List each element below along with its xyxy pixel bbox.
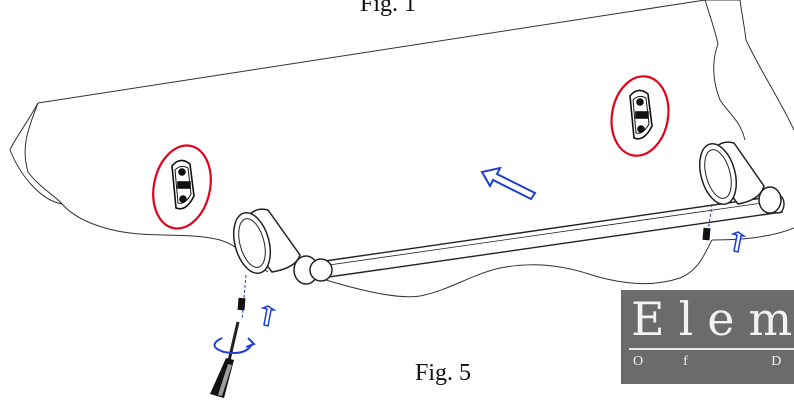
screwdriver-icon — [210, 321, 240, 398]
direction-arrow-icon — [480, 166, 537, 201]
logo-wordmark: Elem — [631, 292, 794, 346]
right-post — [698, 141, 782, 214]
logo-divider — [629, 348, 794, 350]
set-screw-icon — [237, 297, 246, 311]
brand-logo: Elem Of D — [621, 290, 794, 384]
logo-tagline: Of D — [633, 354, 781, 369]
up-arrow-left — [260, 305, 277, 327]
left-bracket-highlight — [152, 144, 212, 230]
mounting-bracket-icon — [629, 89, 653, 140]
left-post — [232, 208, 333, 285]
right-bracket-highlight — [610, 75, 670, 157]
up-arrow-right — [730, 231, 747, 253]
left-set-screw — [237, 274, 247, 321]
figure-label-top: Fig. 1 — [360, 0, 417, 17]
mounting-bracket-icon — [171, 159, 195, 210]
figure-label-bottom: Fig. 5 — [415, 360, 472, 386]
set-screw-icon — [702, 227, 711, 241]
rotation-arrow-icon — [213, 337, 256, 354]
right-set-screw — [702, 203, 713, 241]
